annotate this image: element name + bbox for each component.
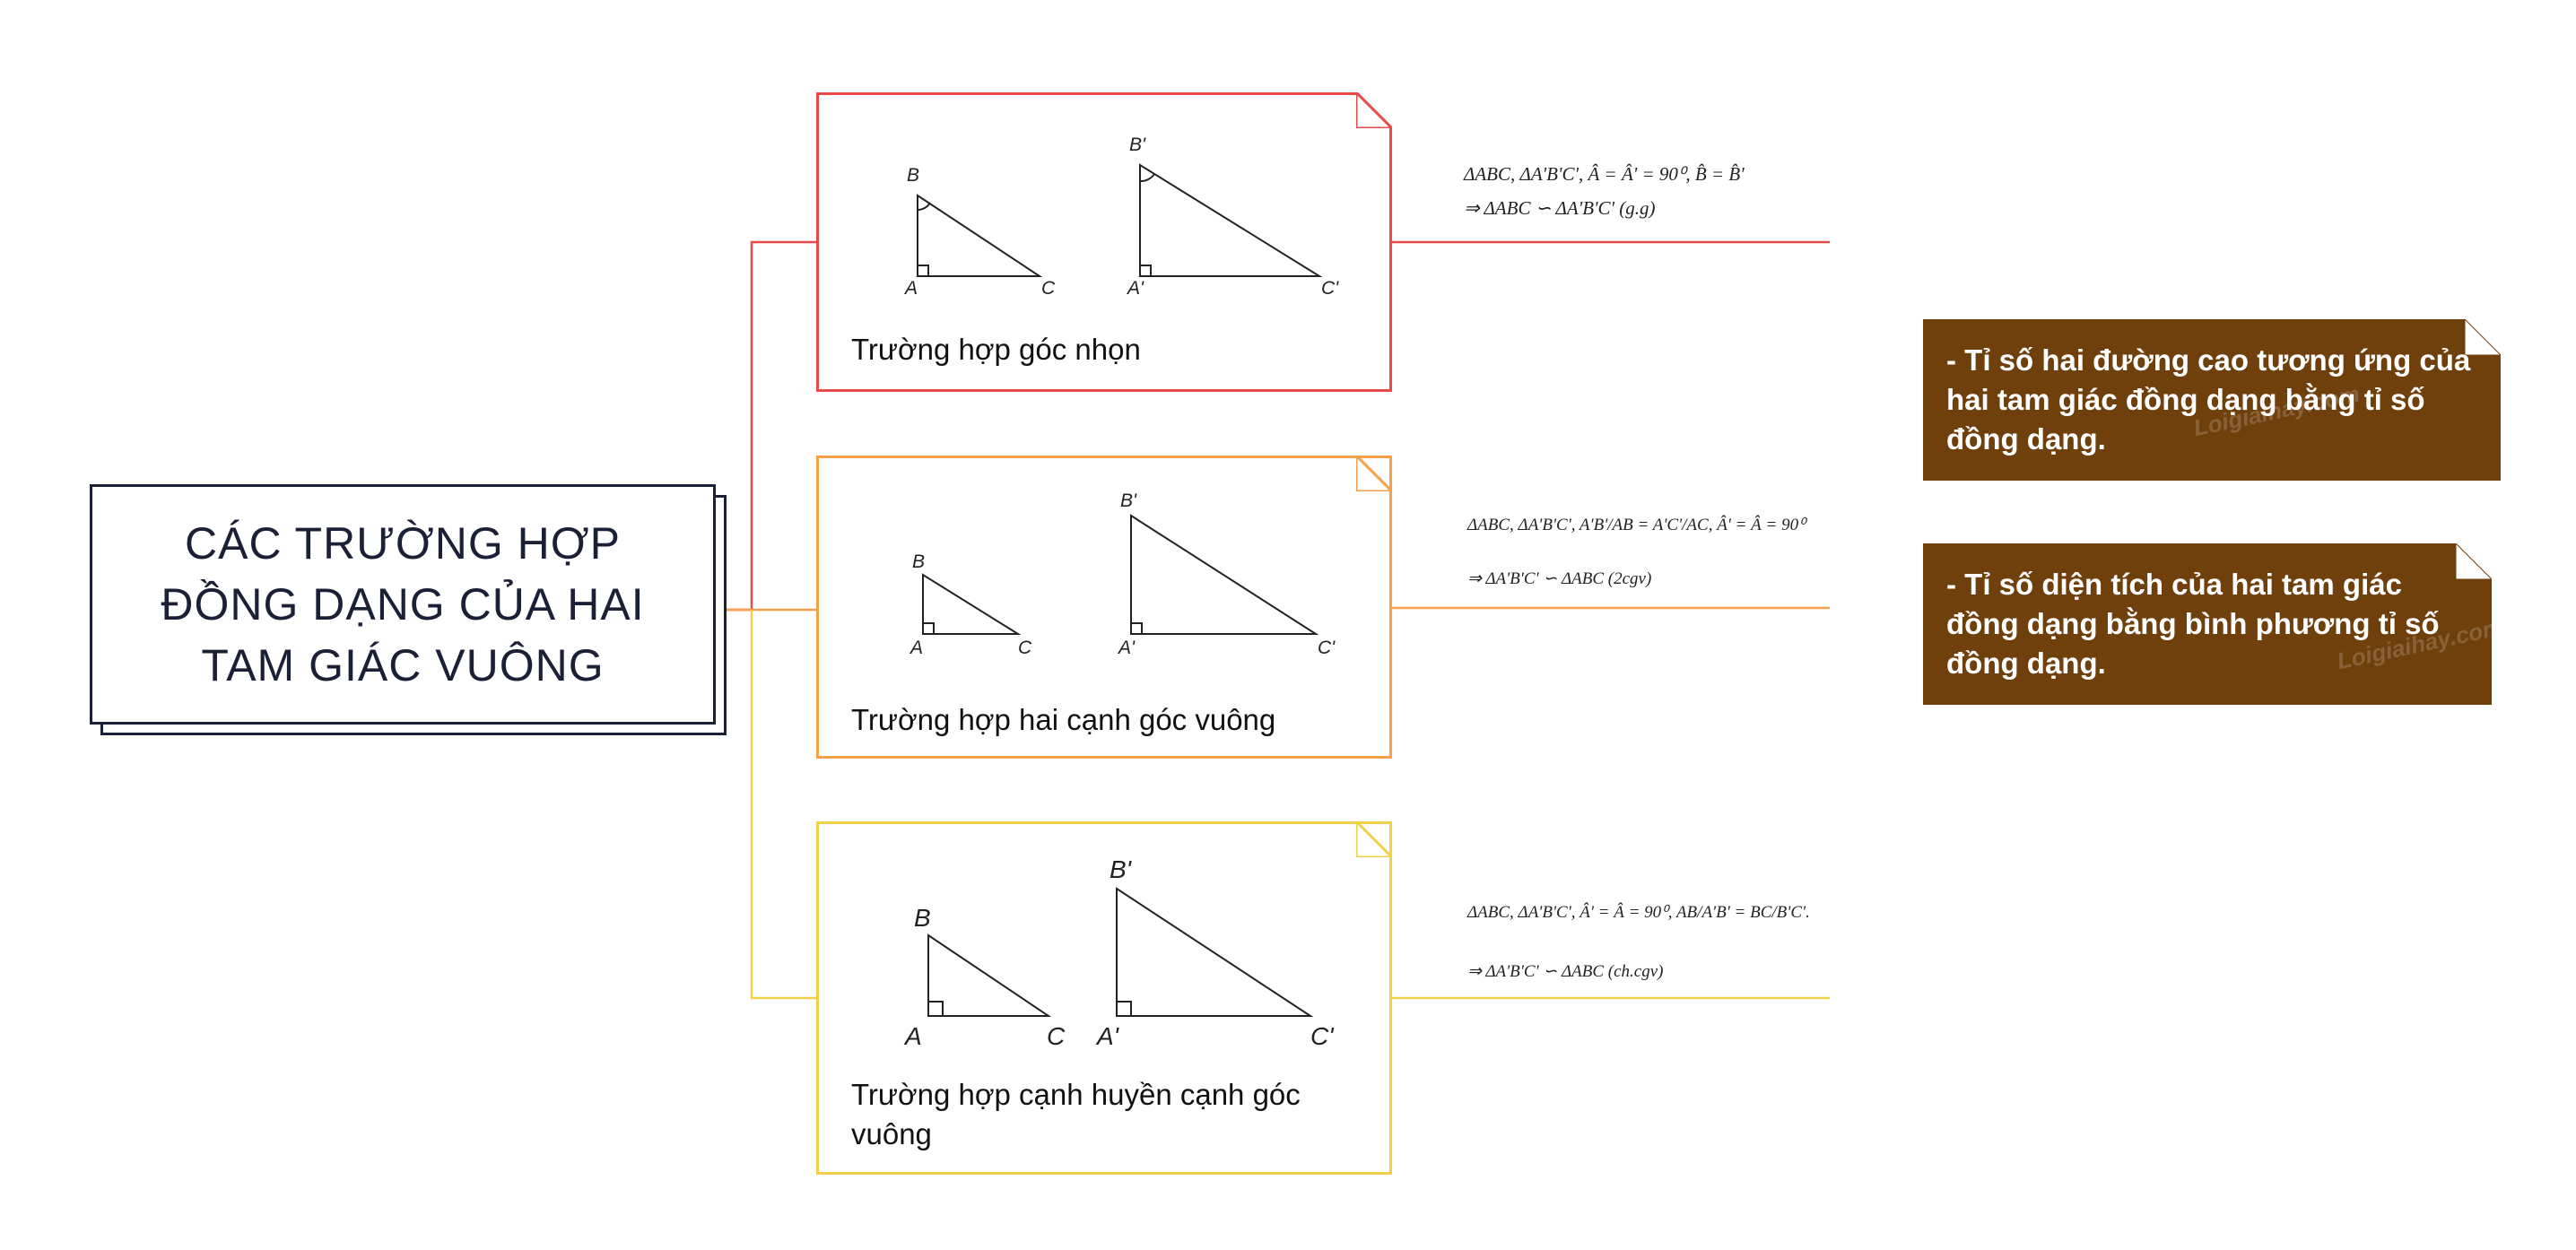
angle-mark-b [917, 202, 931, 212]
card-fold-corner [1356, 92, 1392, 128]
label-c2: C' [1310, 1022, 1335, 1050]
label-b: B [914, 904, 931, 932]
triangle-abc [922, 573, 1022, 635]
branch-card-acute-angle[interactable]: B A C B' A' C' Trường hợp góc nhọn [816, 92, 1392, 392]
card-title: Trường hợp hai cạnh góc vuông [851, 703, 1276, 736]
label-c: C [1041, 278, 1056, 299]
note-area-ratio[interactable]: - Tỉ số diện tích của hai tam giác đồng … [1923, 543, 2505, 705]
root-node[interactable]: CÁC TRƯỜNG HỢP ĐỒNG DẠNG CỦA HAI TAM GIÁ… [90, 484, 716, 725]
label-c: C [1047, 1022, 1066, 1050]
card-title: Trường hợp góc nhọn [851, 333, 1141, 366]
label-a2: A' [1095, 1022, 1120, 1050]
branch-card-two-legs[interactable]: B A C B' A' C' Trường hợp hai cạnh góc v… [816, 456, 1392, 759]
note-height-ratio[interactable]: - Tỉ số hai đường cao tương ứng của hai … [1923, 319, 2501, 481]
root-title: CÁC TRƯỜNG HỢP ĐỒNG DẠNG CỦA HAI TAM GIÁ… [161, 518, 645, 690]
right-angle-mark-2 [1139, 265, 1152, 277]
triangle-abc [927, 933, 1052, 1017]
triangle-figure-3: B A C B' A' C' [903, 855, 1335, 1050]
connector-root-yellow [750, 610, 816, 1000]
formula-1-line2: ⇒ ΔABC ∽ ΔA'B'C' (g.g) [1464, 197, 1656, 219]
note-text: - Tỉ số diện tích của hai tam giác đồng … [1946, 568, 2440, 680]
label-a: A [909, 638, 923, 658]
label-b2: B' [1120, 490, 1137, 511]
angle-mark-b2 [1139, 173, 1155, 183]
label-b: B [912, 551, 925, 572]
right-angle-mark-2 [1130, 622, 1143, 635]
label-c: C [1018, 638, 1032, 658]
triangle-a2b2c2 [1139, 163, 1323, 277]
label-a: A [903, 1022, 922, 1050]
note-text: - Tỉ số hai đường cao tương ứng của hai … [1946, 343, 2471, 456]
right-angle-mark [917, 265, 929, 277]
label-b2: B' [1110, 855, 1133, 883]
label-c2: C' [1321, 278, 1339, 299]
formula-2-line2: ⇒ ΔA'B'C' ∽ ΔABC (2cgv) [1467, 569, 1652, 588]
formula-2-line1: ΔABC, ΔA'B'C', A'B'/AB = A'C'/AC, Â' = Â… [1467, 516, 1806, 534]
card-fold-corner [1356, 821, 1392, 857]
label-b2: B' [1129, 135, 1146, 155]
right-angle-mark [922, 622, 935, 635]
label-a2: A' [1117, 638, 1136, 658]
triangle-figure-1: B A C B' A' C' [903, 135, 1339, 299]
branch-card-hypotenuse-leg[interactable]: B A C B' A' C' Trường hợp cạnh huyền cạn… [816, 821, 1392, 1175]
connector-root-red [727, 240, 816, 612]
formula-1-line1: ΔABC, ΔA'B'C', Â = Â' = 90⁰, B̂ = B̂' [1464, 163, 1745, 185]
card-fold-corner [1356, 456, 1392, 491]
triangle-a2b2c2 [1130, 514, 1319, 635]
right-angle-mark [927, 1001, 944, 1017]
triangle-figure-2: B A C B' A' C' [909, 490, 1336, 658]
triangle-abc [917, 194, 1043, 277]
triangle-a2b2c2 [1116, 887, 1314, 1017]
label-a: A [903, 278, 918, 299]
label-b: B [907, 165, 919, 186]
card-title: Trường hợp cạnh huyền cạnh góc vuông [851, 1078, 1301, 1150]
note-fold-corner [2465, 319, 2501, 355]
label-a2: A' [1126, 278, 1144, 299]
formula-3-line2: ⇒ ΔA'B'C' ∽ ΔABC (ch.cgv) [1467, 962, 1664, 981]
formula-3-line1: ΔABC, ΔA'B'C', Â' = Â = 90⁰, AB/A'B' = B… [1467, 903, 1810, 922]
note-fold-corner [2456, 543, 2492, 579]
right-angle-mark-2 [1116, 1001, 1132, 1017]
label-c2: C' [1318, 638, 1336, 658]
